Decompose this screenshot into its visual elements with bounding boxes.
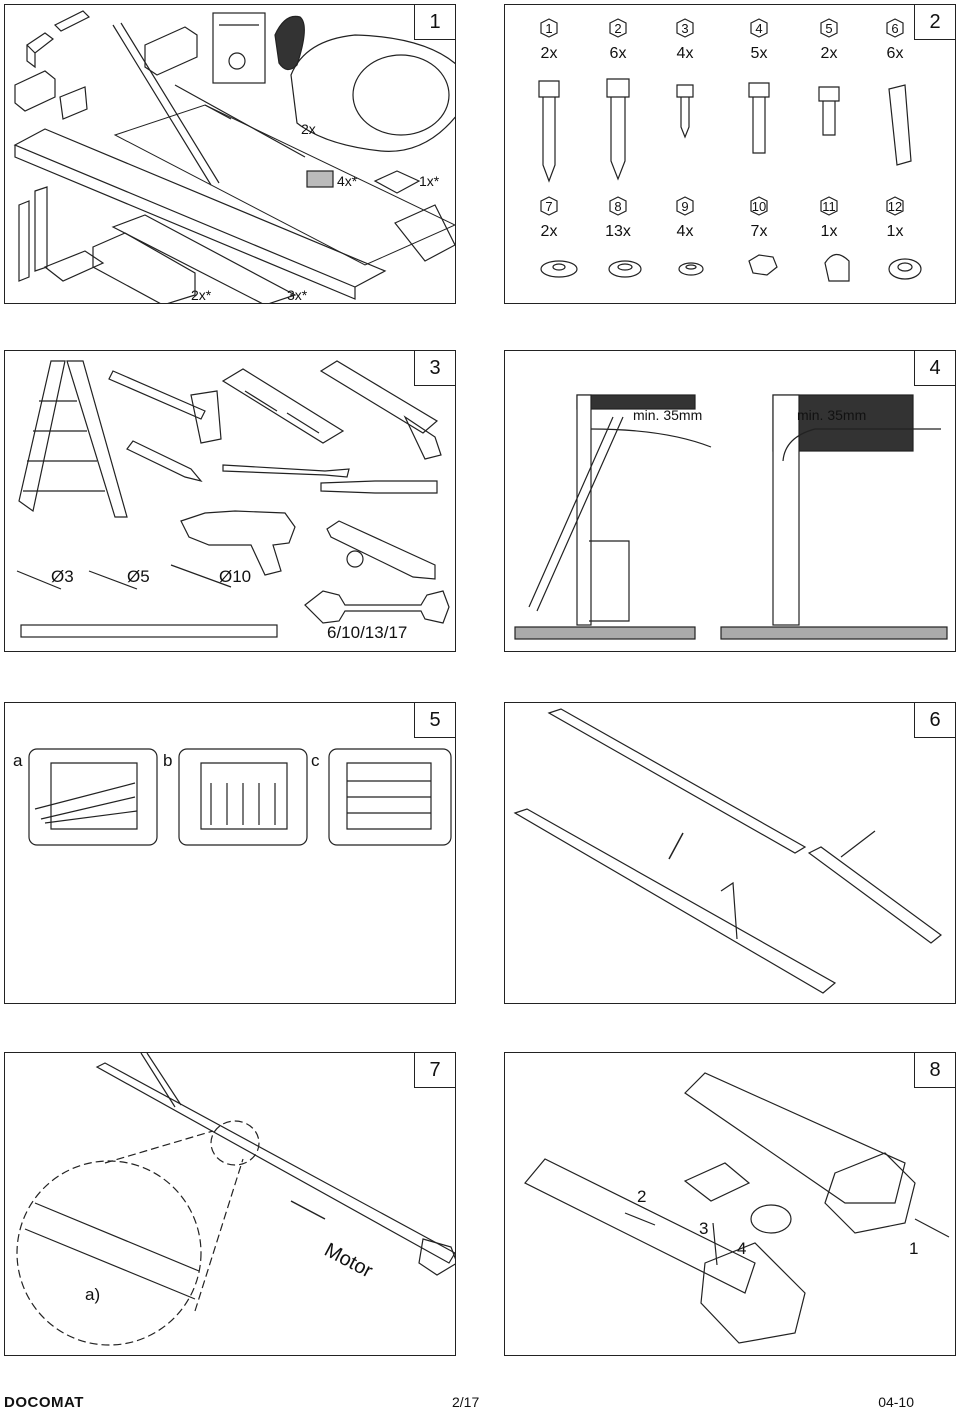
part-number: 1 bbox=[545, 20, 553, 36]
part-number: 8 bbox=[614, 198, 622, 214]
panel-7: 7 Motor a) bbox=[4, 1052, 456, 1356]
qty-label: 1x* bbox=[419, 173, 440, 189]
panel-4: 4 min. 35mm min. 35mm bbox=[504, 350, 956, 652]
door-type-label: b bbox=[163, 751, 173, 770]
part-quantity: 13x bbox=[605, 223, 631, 240]
panel-number: 6 bbox=[914, 703, 955, 738]
part-quantity: 2x bbox=[820, 45, 838, 62]
part-number: 6 bbox=[891, 20, 899, 36]
part-number: 9 bbox=[681, 198, 689, 214]
part-quantity: 1x bbox=[820, 223, 838, 240]
motor-rail-illustration bbox=[16, 1053, 455, 1346]
qty-label: 3x* bbox=[287, 287, 308, 303]
drill-size-label: Ø10 bbox=[219, 567, 252, 586]
part-quantity: 6x bbox=[609, 45, 627, 62]
panel-number: 8 bbox=[914, 1053, 955, 1088]
panel-number: 2 bbox=[914, 5, 955, 40]
part-quantity: 2x bbox=[540, 45, 558, 62]
panel-5: 5 a b c bbox=[4, 702, 456, 1004]
clearance-label: min. 35mm bbox=[797, 407, 867, 423]
page-footer: DOCOMAT 2/17 04-10 bbox=[0, 1392, 960, 1416]
panel-6: 6 bbox=[504, 702, 956, 1004]
part-quantity: 4x bbox=[676, 223, 694, 240]
panel-number: 3 bbox=[414, 351, 455, 386]
part-number: 5 bbox=[825, 20, 833, 36]
clearance-label: min. 35mm bbox=[633, 407, 703, 423]
part-quantity: 1x bbox=[886, 223, 904, 240]
part-number: 2 bbox=[614, 20, 622, 36]
rail-assembly-illustration bbox=[513, 708, 942, 994]
chain-tensioner-illustration bbox=[524, 1072, 950, 1344]
panel-number: 5 bbox=[414, 703, 455, 738]
wrench-size-label: 6/10/13/17 bbox=[327, 623, 408, 642]
page-number: 2/17 bbox=[452, 1394, 480, 1410]
step-label: 3 bbox=[699, 1219, 709, 1238]
revision-date: 04-10 bbox=[878, 1394, 914, 1410]
kit-contents-illustration bbox=[13, 10, 455, 303]
brand-logo: DOCOMAT bbox=[4, 1394, 84, 1411]
drill-size-label: Ø5 bbox=[127, 567, 150, 586]
panel-number: 4 bbox=[914, 351, 955, 386]
part-number: 11 bbox=[822, 198, 836, 214]
hardware-parts-illustration bbox=[538, 18, 922, 282]
drill-size-label: Ø3 bbox=[51, 567, 74, 586]
qty-label: 2x bbox=[301, 121, 316, 137]
qty-label: 4x* bbox=[337, 173, 358, 189]
panel-number: 7 bbox=[414, 1053, 455, 1088]
step-label: 4 bbox=[737, 1239, 747, 1258]
part-quantity: 4x bbox=[676, 45, 694, 62]
part-number: 4 bbox=[755, 20, 763, 36]
part-quantity: 7x bbox=[750, 223, 768, 240]
door-types-illustration bbox=[28, 748, 452, 846]
panel-8: 8 2 3 4 1 bbox=[504, 1052, 956, 1356]
panel-2: 2 1 2 3 4 5 6 2x 6x 4x 5x 2x 6x 7 8 9 10… bbox=[504, 4, 956, 304]
part-number: 7 bbox=[545, 198, 553, 214]
detail-label: a) bbox=[85, 1285, 101, 1304]
door-clearance-illustration bbox=[514, 394, 948, 640]
part-number: 10 bbox=[751, 198, 767, 214]
part-number: 12 bbox=[887, 198, 903, 214]
step-label: 1 bbox=[909, 1239, 919, 1258]
panel-3: 3 Ø3 Ø5 Ø10 6/10/13/17 bbox=[4, 350, 456, 652]
door-type-label: c bbox=[311, 751, 320, 770]
part-quantity: 6x bbox=[886, 45, 904, 62]
part-number: 3 bbox=[681, 20, 689, 36]
part-quantity: 5x bbox=[750, 45, 768, 62]
panel-number: 1 bbox=[414, 5, 455, 40]
tools-illustration bbox=[16, 360, 450, 638]
step-label: 2 bbox=[637, 1187, 647, 1206]
part-quantity: 2x bbox=[540, 223, 558, 240]
qty-label: 2x* bbox=[191, 287, 212, 303]
panel-1: 1 2x 4x* 1x* 2x* 3x* bbox=[4, 4, 456, 304]
door-type-label: a bbox=[13, 751, 23, 770]
